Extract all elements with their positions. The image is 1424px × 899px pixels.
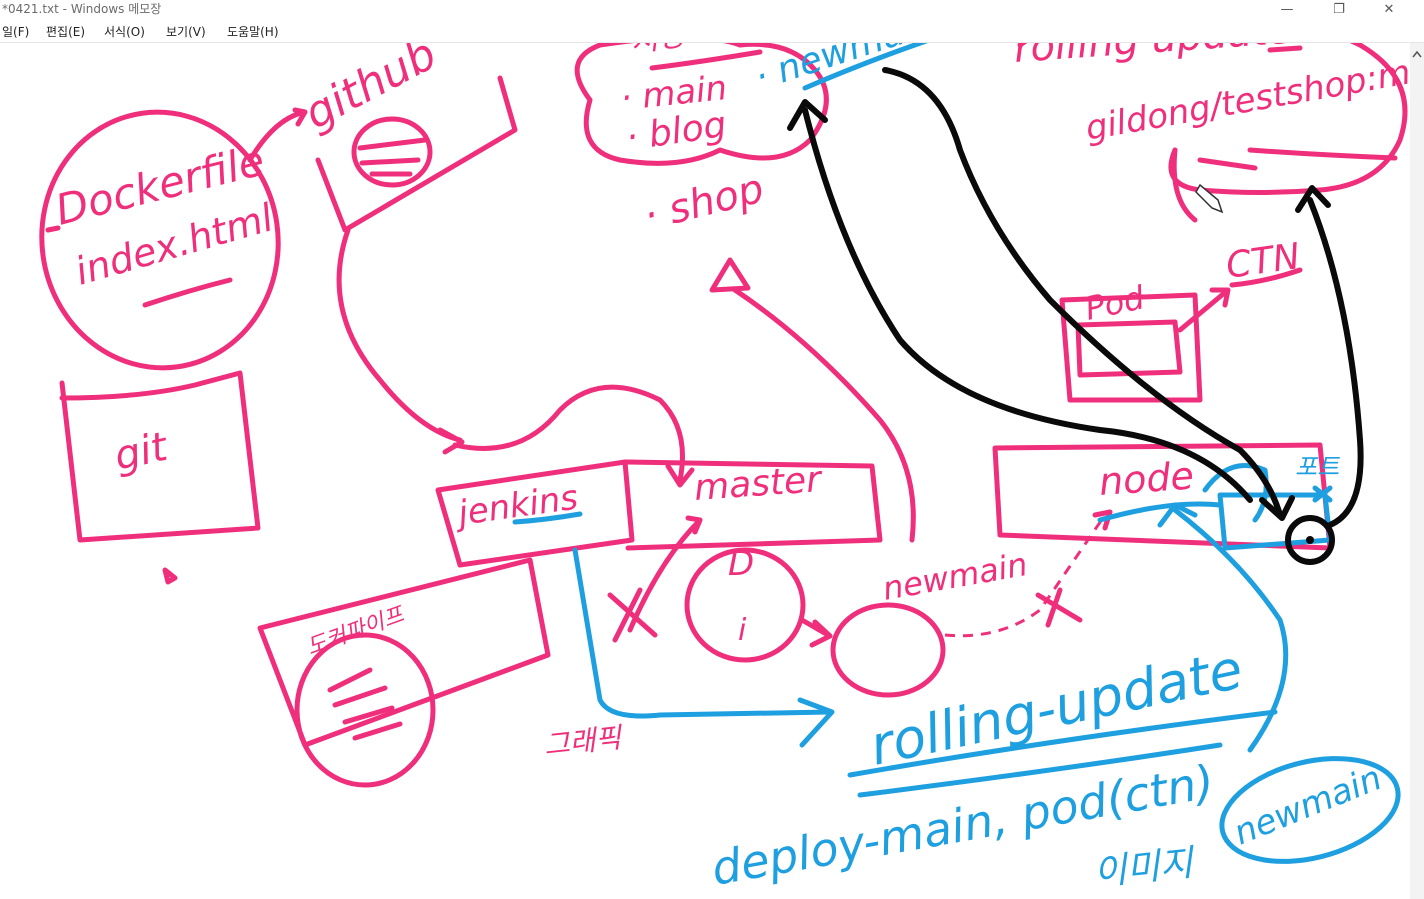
node-label: node xyxy=(1098,453,1196,504)
title-bar: *0421.txt - Windows 메모장 — ❐ ✕ xyxy=(0,0,1424,18)
dockerfile-circle: Dockerfile index.html xyxy=(39,109,281,371)
menu-edit[interactable]: 편집(E) xyxy=(46,25,86,39)
vertical-scrollbar[interactable] xyxy=(1410,43,1424,899)
maximize-button[interactable]: ❐ xyxy=(1316,0,1362,18)
github-box: github xyxy=(247,43,518,233)
pod-box: CTN Pod xyxy=(1059,236,1303,403)
pipeline-box: 도커파이프 xyxy=(257,557,551,788)
jenkins-box: jenkins xyxy=(435,459,635,568)
minimize-icon: — xyxy=(1280,1,1294,17)
close-icon: ✕ xyxy=(1383,1,1395,17)
image-korean-label: 이미지 xyxy=(1092,842,1198,893)
git-box: git xyxy=(59,370,261,585)
minimize-button[interactable]: — xyxy=(1264,0,1310,18)
master-i-label: i xyxy=(738,613,747,648)
x-mark xyxy=(607,587,658,643)
menu-help[interactable]: 도움말(H) xyxy=(227,25,279,39)
repo-shop: · shop xyxy=(639,166,768,240)
master-d-label: D xyxy=(728,544,754,584)
node-box: node 포트 xyxy=(992,442,1340,551)
master-box: master D i xyxy=(622,459,883,663)
repo-title: 저장소 xyxy=(628,43,715,60)
pod-label: Pod xyxy=(1082,278,1148,328)
window-title: *0421.txt - Windows 메모장 xyxy=(2,2,162,16)
master-to-shop-arrow xyxy=(732,287,916,543)
menu-bar: 일(F) 편집(E) 서식(O) 보기(V) 도움말(H) xyxy=(0,20,1424,43)
rolling-update-top-label: rolling update xyxy=(1012,43,1293,72)
black-arrows xyxy=(787,67,1364,565)
korean-bottom-label: 그래픽 xyxy=(542,721,625,762)
menu-file[interactable]: 일(F) xyxy=(2,25,30,39)
close-button[interactable]: ✕ xyxy=(1366,0,1412,18)
newmain-label: newmain xyxy=(880,545,1030,608)
git-label: git xyxy=(111,424,173,480)
drawing-canvas[interactable]: Dockerfile index.html git github jenkins… xyxy=(0,43,1410,899)
scroll-up-icon[interactable] xyxy=(1410,45,1424,65)
jenkins-to-master-arrow xyxy=(452,384,685,483)
master-label: master xyxy=(693,459,825,509)
whiteboard-drawing: Dockerfile index.html git github jenkins… xyxy=(39,43,1410,896)
menu-format[interactable]: 서식(O) xyxy=(104,25,145,39)
maximize-icon: ❐ xyxy=(1333,1,1345,17)
korean-side-label: 포트 xyxy=(1295,453,1340,481)
github-to-jenkins-arrow xyxy=(336,227,463,443)
pen-cursor-icon xyxy=(1195,183,1224,214)
menu-view[interactable]: 보기(V) xyxy=(166,25,206,39)
